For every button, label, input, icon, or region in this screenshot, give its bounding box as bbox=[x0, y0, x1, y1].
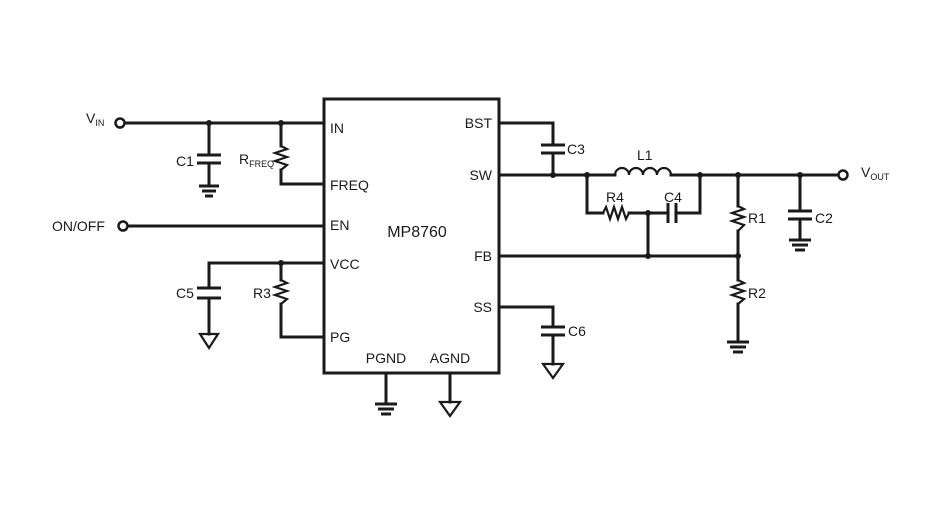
pin-fb-label: FB bbox=[474, 248, 492, 264]
ground-icon bbox=[727, 340, 749, 354]
onoff-label: ON/OFF bbox=[52, 218, 105, 234]
r4-label: R4 bbox=[606, 189, 624, 205]
rfreq-resistor bbox=[271, 145, 291, 171]
vcc-wire bbox=[207, 261, 326, 336]
ground-icon bbox=[789, 238, 811, 252]
pin-sw-label: SW bbox=[469, 167, 492, 183]
pin-agnd-label: AGND bbox=[430, 350, 470, 366]
rfreq-label: RFREQ bbox=[239, 151, 274, 169]
pin-ss-label: SS bbox=[473, 299, 492, 315]
pin-pgnd-label: PGND bbox=[366, 350, 406, 366]
junction-dot bbox=[645, 253, 651, 259]
l1-label: L1 bbox=[637, 147, 653, 163]
c4-capacitor bbox=[666, 203, 678, 223]
l1-inductor bbox=[613, 166, 673, 176]
pin-bst-label: BST bbox=[465, 115, 493, 131]
c4-label: C4 bbox=[664, 189, 682, 205]
c3-capacitor bbox=[541, 143, 565, 155]
c6-capacitor bbox=[541, 325, 565, 337]
ss-wire bbox=[497, 305, 555, 366]
r1-label: R1 bbox=[748, 210, 766, 226]
bst-wire bbox=[497, 121, 555, 177]
ground-icon bbox=[540, 362, 566, 380]
c1-capacitor bbox=[197, 153, 221, 165]
vout-label: VOUT bbox=[861, 164, 890, 182]
ground-icon bbox=[199, 184, 219, 198]
pin-pg-label: PG bbox=[330, 329, 350, 345]
r4-c4-loop bbox=[585, 173, 702, 215]
c2-capacitor bbox=[788, 209, 812, 221]
pin-freq-label: FREQ bbox=[330, 177, 369, 193]
c2-label: C2 bbox=[815, 210, 833, 226]
c3-label: C3 bbox=[567, 141, 585, 157]
onoff-terminal bbox=[117, 220, 129, 232]
c5-label: C5 bbox=[176, 285, 194, 301]
vin-label: VIN bbox=[86, 110, 104, 128]
ground-icon bbox=[375, 402, 397, 416]
c5-capacitor bbox=[197, 286, 221, 300]
r3-leads bbox=[279, 261, 326, 339]
ground-icon bbox=[437, 400, 463, 418]
ground-icon bbox=[197, 332, 221, 351]
pin-in-label: IN bbox=[330, 120, 344, 136]
r2-label: R2 bbox=[748, 285, 766, 301]
pin-vcc-label: VCC bbox=[330, 256, 360, 272]
r3-label: R3 bbox=[253, 285, 271, 301]
ic-body bbox=[322, 97, 501, 375]
pin-en-label: EN bbox=[330, 217, 349, 233]
vin-terminal bbox=[114, 117, 126, 129]
r1-resistor bbox=[728, 205, 748, 232]
r4-resistor bbox=[602, 203, 630, 223]
c6-label: C6 bbox=[568, 323, 586, 339]
r3-resistor bbox=[271, 279, 291, 305]
c1-label: C1 bbox=[176, 153, 194, 169]
junction-dot bbox=[550, 172, 556, 178]
rfreq-leads bbox=[279, 121, 326, 186]
ic-name: MP8760 bbox=[387, 224, 447, 241]
r2-resistor bbox=[728, 279, 748, 305]
vout-terminal bbox=[837, 169, 849, 181]
